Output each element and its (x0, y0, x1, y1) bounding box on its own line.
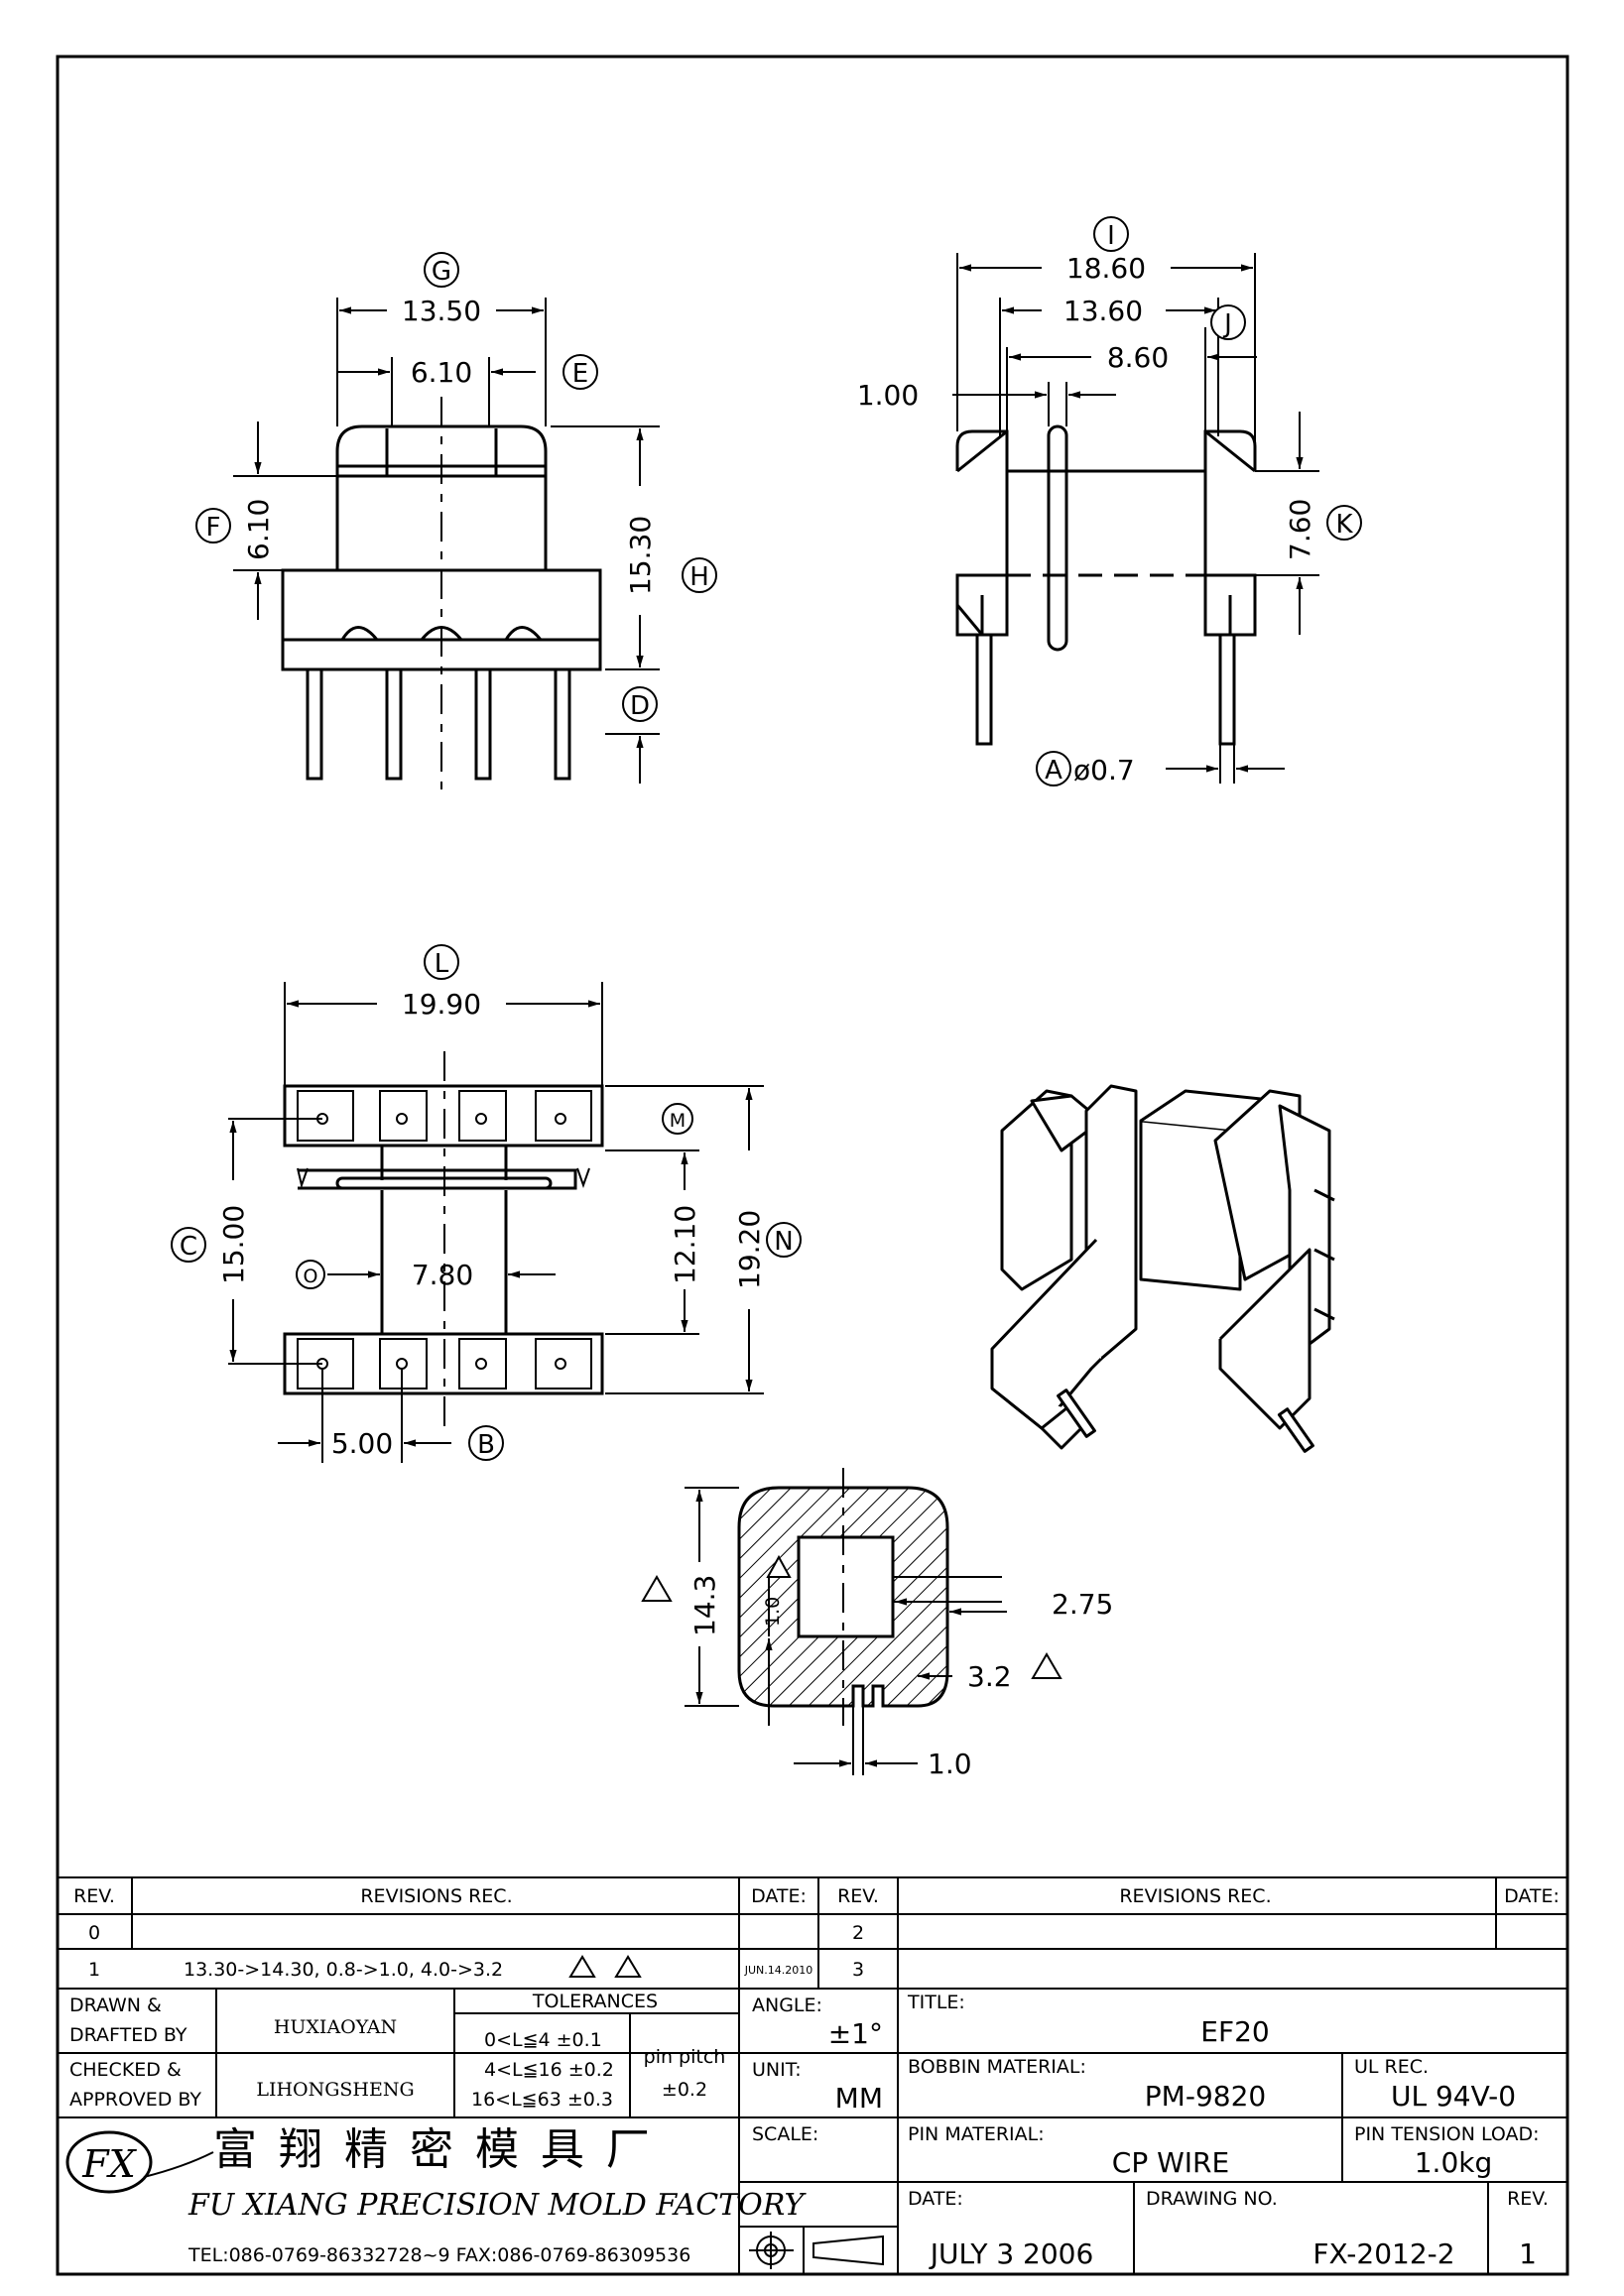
dim-inner-width: 6.10 (411, 356, 472, 389)
rev-value: 1 (1519, 2237, 1537, 2270)
marker-n: N (774, 1227, 793, 1257)
marker-d: D (630, 691, 650, 721)
marker-m: M (670, 1110, 686, 1132)
side-view (952, 253, 1319, 784)
revisions-header: REVISIONS REC. (360, 1885, 512, 1907)
marker-g: G (432, 257, 451, 287)
dim-bottom-inner: 12.10 (669, 1205, 701, 1284)
date-header: DATE: (751, 1885, 807, 1907)
title-block-text: REV. REVISIONS REC. DATE: REV. REVISIONS… (65, 1885, 1560, 2270)
row1-date: JUN.14.2010 (744, 1964, 813, 1977)
dim-side-window: 7.60 (1284, 499, 1316, 560)
checked-label-1: CHECKED & (69, 2059, 182, 2081)
dim-side-inner: 8.60 (1107, 341, 1169, 374)
rev-label: REV. (1507, 2188, 1549, 2210)
row0-rev: 0 (88, 1922, 100, 1944)
row0-rev2: 2 (852, 1922, 864, 1944)
unit-value: MM (835, 2082, 883, 2115)
checked-by: LIHONGSHENG (256, 2079, 414, 2101)
date-header-2: DATE: (1504, 1885, 1560, 1907)
pin-pitch-value: ±0.2 (662, 2079, 707, 2101)
bottom-view (228, 982, 764, 1463)
dim-pin-row: 15.00 (217, 1205, 250, 1284)
pin-tension-value: 1.0kg (1415, 2146, 1493, 2179)
pin-material-label: PIN MATERIAL: (908, 2123, 1045, 2145)
marker-i: I (1107, 221, 1115, 251)
company-logo: FX (65, 2130, 214, 2194)
drawing-no-value: FX-2012-2 (1312, 2237, 1454, 2270)
date-value: JULY 3 2006 (929, 2237, 1094, 2270)
marker-h: H (689, 562, 709, 592)
drawn-label-1: DRAWN & (69, 1994, 162, 2016)
rev-header-2: REV. (837, 1885, 879, 1907)
scale-label: SCALE: (752, 2123, 818, 2145)
dim-section-thick: 3.2 (967, 1660, 1012, 1693)
drawn-by: HUXIAOYAN (274, 2016, 397, 2038)
isometric-view (990, 1084, 1335, 1453)
rev-header: REV. (73, 1885, 115, 1907)
dim-pitch: 5.00 (331, 1427, 393, 1460)
marker-f: F (206, 513, 221, 543)
ul-value: UL 94V-0 (1391, 2080, 1516, 2113)
dim-section-wall: 1.0 (762, 1597, 784, 1627)
angle-value: ±1° (828, 2017, 883, 2050)
side-view-labels: I 18.60 13.60 J 8.60 1.00 7.60 K A ø0.7 (857, 216, 1362, 786)
dim-overall-width: 13.50 (402, 295, 481, 327)
dim-side-overall: 18.60 (1066, 252, 1146, 285)
tolerance-1: 0<L≦4 ±0.1 (484, 2029, 602, 2051)
pin-pitch-label: pin pitch (644, 2046, 726, 2068)
tolerance-3: 16<L≦63 ±0.3 (471, 2089, 613, 2111)
row1-text: 13.30->14.30, 0.8->1.0, 4.0->3.2 (184, 1959, 503, 1981)
unit-label: UNIT: (752, 2059, 802, 2081)
dim-section-slot: 1.0 (928, 1748, 972, 1780)
dim-side-plate: 1.00 (857, 379, 919, 412)
date-label: DATE: (908, 2188, 963, 2210)
bobbin-material-label: BOBBIN MATERIAL: (908, 2056, 1086, 2078)
marker-l: L (435, 949, 449, 979)
front-view (233, 298, 660, 793)
bobbin-material-value: PM-9820 (1145, 2080, 1266, 2113)
dim-total-height: 15.30 (624, 516, 657, 595)
dim-bottom-total: 19.20 (733, 1210, 766, 1289)
tolerances-label: TOLERANCES (532, 1991, 658, 2012)
angle-label: ANGLE: (752, 1994, 822, 2016)
cross-section: 14.3 1.0 2.75 3.2 1.0 (568, 1468, 1113, 1978)
marker-a: A (1045, 756, 1062, 785)
marker-b: B (477, 1430, 495, 1460)
row1-rev2: 3 (852, 1959, 864, 1981)
title-label: TITLE: (907, 1992, 965, 2013)
dim-section-window: 2.75 (1052, 1588, 1113, 1621)
drawing-no-label: DRAWING NO. (1146, 2188, 1278, 2210)
company-contact: TEL:086-0769-86332728~9 FAX:086-0769-863… (187, 2244, 690, 2266)
tolerance-2: 4<L≦16 ±0.2 (484, 2059, 614, 2081)
company-name-cn: 富 翔 精 密 模 具 厂 (213, 2124, 654, 2175)
title-block (58, 1876, 1567, 2274)
dim-core: 7.80 (412, 1259, 473, 1291)
logo-text: FX (81, 2142, 137, 2186)
revisions-header-2: REVISIONS REC. (1119, 1885, 1271, 1907)
marker-j: J (1222, 309, 1232, 339)
marker-c: C (180, 1232, 197, 1262)
pin-material-value: CP WIRE (1112, 2146, 1229, 2179)
dim-bottom-width: 19.90 (402, 988, 481, 1021)
title-value: EF20 (1200, 2015, 1269, 2048)
dim-section-height: 14.3 (688, 1575, 721, 1636)
marker-e: E (572, 359, 588, 389)
sheet-border (56, 55, 1569, 2276)
drawn-label-2: DRAFTED BY (69, 2024, 187, 2046)
pin-tension-label: PIN TENSION LOAD: (1354, 2123, 1540, 2145)
front-view-labels: G 13.50 6.10 E F 6.10 15.30 H D (195, 252, 717, 722)
marker-o: O (304, 1266, 318, 1287)
row1-rev: 1 (88, 1959, 100, 1981)
checked-label-2: APPROVED BY (69, 2089, 201, 2111)
dim-flange-height: 6.10 (242, 499, 275, 560)
marker-k: K (1335, 510, 1353, 540)
ul-label: UL REC. (1354, 2056, 1429, 2078)
company-name-en: FU XIANG PRECISION MOLD FACTORY (187, 2188, 807, 2223)
dim-side-mid: 13.60 (1063, 295, 1143, 327)
dim-pin-diameter: ø0.7 (1073, 754, 1135, 786)
bottom-view-labels: L 19.90 M C 15.00 12.10 19.20 N O 7.80 5… (171, 944, 802, 1461)
